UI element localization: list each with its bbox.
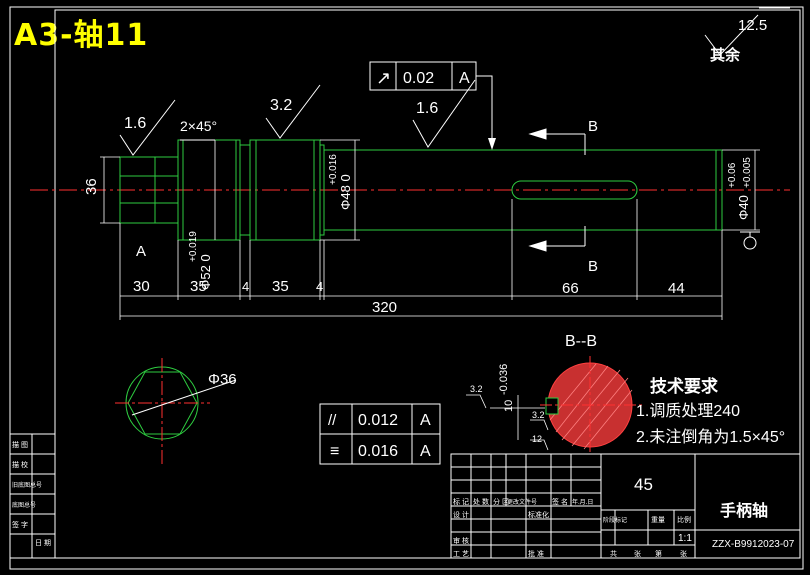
tol-row2-datum: A (420, 443, 431, 460)
tech-title: 技术要求 (650, 376, 718, 396)
tb-weight: 重量 (651, 516, 665, 524)
roughness-left: 1.6 (124, 115, 146, 132)
chamfer-note: 2×45° (180, 118, 217, 134)
left-row-1: 描 图 (12, 440, 28, 449)
section-title: B--B (565, 333, 597, 350)
tb-scale-value: 1:1 (678, 533, 692, 544)
tb-standard: 标准化 (528, 510, 549, 519)
left-row-5: 签 字 (12, 520, 28, 529)
key-ra-a: 3.2 (532, 410, 545, 420)
dim-320: 320 (372, 299, 397, 316)
drawing-title: A3-轴11 (14, 18, 149, 53)
tb-sheet-total: 共 (610, 549, 617, 558)
tb-part-name: 手柄轴 (720, 501, 768, 520)
tb-approve: 批 准 (528, 549, 544, 558)
tb-date: 年.月.日 (572, 498, 593, 506)
dim-35b: 35 (272, 278, 289, 295)
tol-top-datum: A (459, 70, 470, 87)
tech-item-2: 2.未注倒角为1.5×45° (636, 428, 785, 446)
dim-d40-tol-low: +0.005 (742, 157, 753, 188)
tb-zone: 分 区 (493, 497, 509, 506)
cut-b-top: B (588, 118, 598, 135)
left-row-6: 日 期 (35, 539, 51, 547)
roughness-symbols (119, 7, 790, 156)
hex-dim-leader (131, 379, 237, 416)
datum-symbol (740, 231, 760, 250)
roughness-global: 12.5 (738, 17, 767, 34)
tol-row1-datum: A (420, 412, 431, 429)
left-row-2: 描 校 (12, 460, 28, 469)
tb-count: 处 数 (473, 497, 489, 506)
left-revision-labels: 描 图 描 校 旧底图总号 底图总号 签 字 日 期 (12, 440, 51, 547)
tb-sheet-unit2: 张 (680, 549, 687, 558)
roughness-middle: 3.2 (270, 97, 292, 114)
roughness-global-note: 其余 (710, 46, 741, 64)
title-block-grid (450, 453, 801, 559)
tol-row1-symbol: // (328, 412, 337, 429)
dim-d40: Φ40 (736, 195, 751, 220)
tol-row1-value: 0.012 (358, 412, 398, 429)
dim-35a: 35 (190, 278, 207, 295)
tech-item-1: 1.调质处理240 (636, 402, 740, 420)
tolerance-table: // 0.012 A ≡ 0.016 A (319, 403, 441, 465)
tol-top-symbol: ↗ (376, 68, 391, 88)
tol-row2-value: 0.016 (358, 443, 398, 460)
tol-top-value: 0.02 (403, 70, 434, 87)
tb-sheet-unit1: 张 (634, 549, 641, 558)
tb-sheet-no: 第 (655, 549, 662, 558)
dim-30: 30 (133, 278, 150, 295)
dimension-texts: 30 35 4 35 4 320 66 44 36 Φ48 0 +0.016 Φ… (83, 154, 753, 316)
key-depth-label: 10 (503, 400, 515, 412)
dim-36: 36 (83, 178, 100, 195)
hex-dia-label: Φ36 (208, 371, 237, 388)
section-b-b (540, 356, 645, 455)
dim-d48: Φ48 0 (338, 174, 353, 210)
dim-66: 66 (562, 280, 579, 297)
tol-row2-symbol: ≡ (330, 443, 339, 460)
left-row-4: 底图总号 (12, 501, 36, 509)
outer-frame (9, 6, 804, 570)
inner-frame (54, 9, 801, 559)
cut-a: A (136, 243, 146, 260)
key-tol-label: -0.036 (498, 364, 510, 395)
tb-review: 审 核 (453, 536, 469, 545)
technical-requirements: 技术要求 1.调质处理240 2.未注倒角为1.5×45° (636, 376, 785, 446)
tb-change: 更改文件号 (507, 498, 537, 506)
tb-sign: 签 名 (552, 497, 568, 506)
dim-d52: Φ52 0 (198, 254, 213, 290)
dim-d48-tol: +0.016 (328, 154, 339, 185)
tb-design: 设 计 (453, 510, 469, 519)
key-ra-b: 12 (532, 434, 542, 444)
tb-mark: 标 记 (453, 497, 469, 506)
dimension-lines (100, 139, 760, 320)
tb-stage: 阶段标记 (603, 516, 627, 524)
dim-4b: 4 (316, 279, 323, 294)
tb-process: 工 艺 (453, 550, 469, 558)
tb-drawing-no: ZZX-B9912023-07 (712, 539, 795, 550)
left-revision-block (9, 433, 56, 559)
dim-4a: 4 (242, 279, 249, 294)
key-dim-lines (466, 394, 549, 451)
dim-d52-tol: +0.019 (188, 231, 199, 262)
cut-arrows (528, 128, 586, 252)
key-small-label: 3.2 (470, 384, 483, 394)
tb-scale-label: 比例 (677, 515, 691, 524)
tb-material: 45 (634, 475, 653, 494)
cut-b-bottom: B (588, 258, 598, 275)
tolerance-frame-top: ↗ 0.02 A (369, 61, 496, 150)
dim-d40-tol-up: +0.06 (727, 162, 738, 188)
roughness-right: 1.6 (416, 100, 438, 117)
title-block-labels: 标 记 处 数 分 区 更改文件号 签 名 年.月.日 设 计 标准化 审 核 … (453, 475, 795, 558)
dim-44: 44 (668, 280, 685, 297)
shaft-outline (119, 139, 723, 241)
left-row-3: 旧底图总号 (12, 481, 42, 489)
